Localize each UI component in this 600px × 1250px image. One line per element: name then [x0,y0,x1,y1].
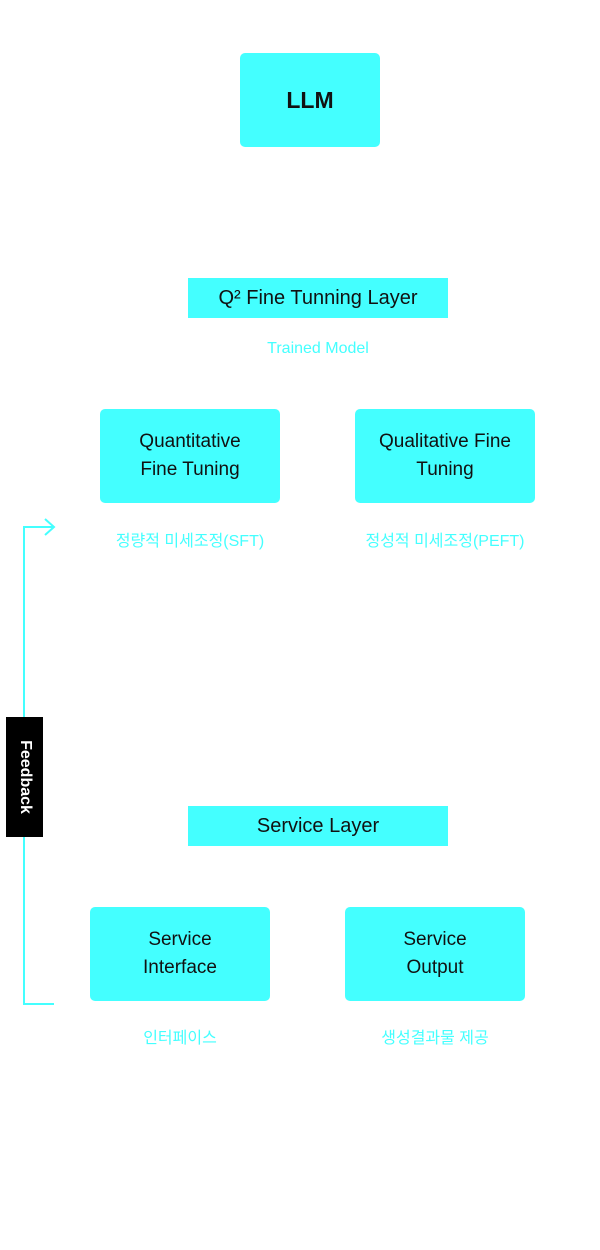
interface-caption: 인터페이스 [143,1030,217,1047]
qualitative-fine-tuning-node: Qualitative Fine Tuning [355,409,535,503]
feedback-label: Feedback [16,740,34,814]
trained-model-label: Trained Model [267,340,369,357]
peft-caption: 정성적 미세조정(PEFT) [365,533,525,550]
llm-node: LLM [240,53,380,147]
quantitative-fine-tuning-node: Quantitative Fine Tuning [100,409,280,503]
sft-caption: 정량적 미세조정(SFT) [115,533,265,550]
fine-tuning-layer-title: Q² Fine Tunning Layer [188,278,448,318]
service-output-node: Service Output [345,907,525,1001]
feedback-arrowhead [44,518,56,536]
feedback-tab[interactable]: Feedback [6,717,43,837]
service-layer-title: Service Layer [188,806,448,846]
service-interface-node: Service Interface [90,907,270,1001]
output-caption: 생성결과물 제공 [381,1030,489,1047]
